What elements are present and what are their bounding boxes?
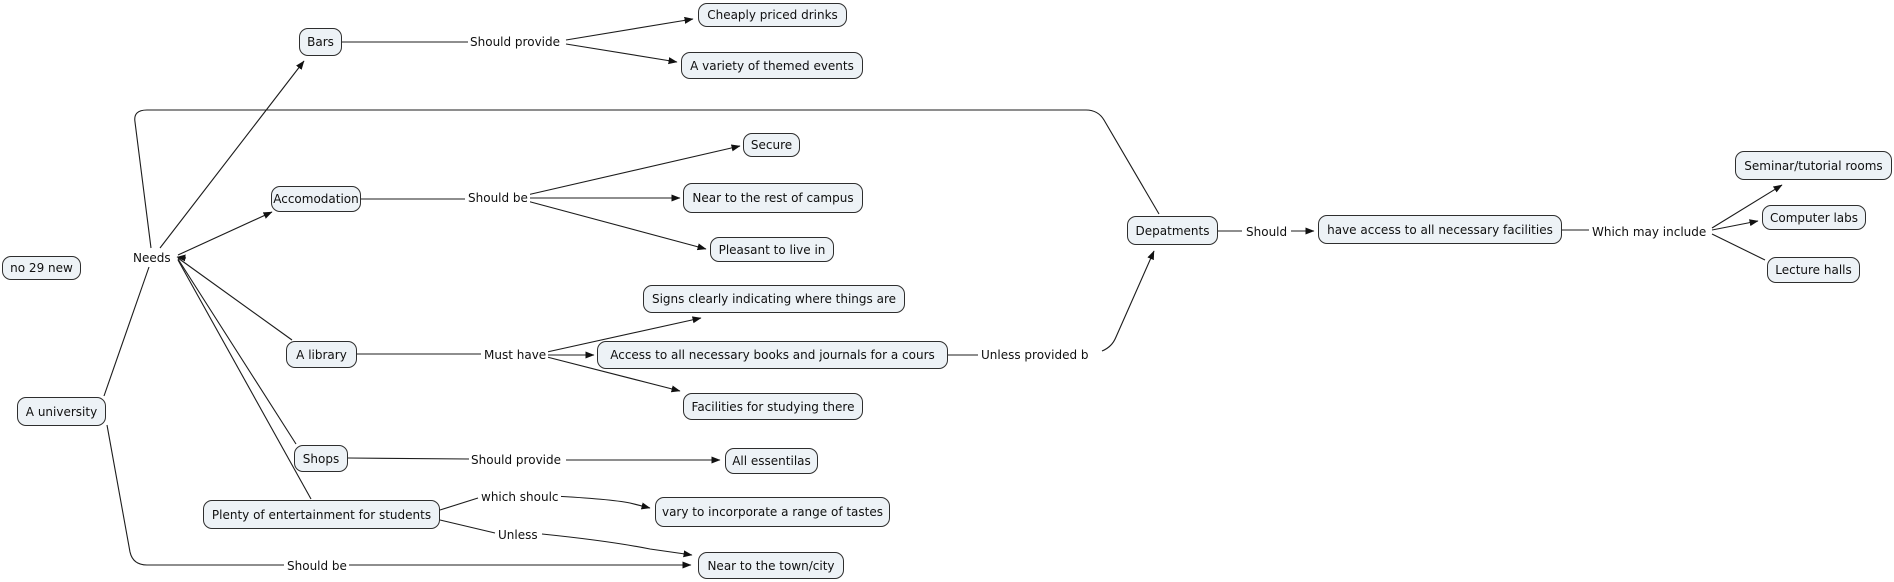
connector-university-to-shouldbe [106, 424, 284, 566]
connector-needs-to-depatments [134, 109, 1160, 249]
connector-university-to-needs [103, 266, 150, 397]
connector-shouldprovide-to-variety [565, 43, 678, 65]
connector-whichmayinclude-to-computerlabs [1711, 219, 1759, 231]
connector-needs-to-library [177, 257, 293, 341]
link-label-should[interactable]: Should [1244, 225, 1290, 239]
node-variety-themed-events[interactable]: A variety of themed events [681, 52, 863, 79]
node-shops[interactable]: Shops [294, 445, 348, 472]
connector-whichmayinclude-to-seminar [1711, 184, 1783, 229]
connector-needs-to-bars [159, 60, 305, 249]
link-label-which-may-include[interactable]: Which may include [1590, 225, 1709, 239]
node-lecture-halls[interactable]: Lecture halls [1767, 257, 1860, 283]
node-computer-labs[interactable]: Computer labs [1762, 205, 1866, 230]
node-near-to-town-city[interactable]: Near to the town/city [698, 552, 844, 579]
connector-musthave-to-signs [546, 316, 702, 353]
connector-musthave-to-facilities [546, 356, 681, 393]
node-have-access-facilities[interactable]: have access to all necessary facilities [1318, 215, 1562, 244]
connector-unlessprovided-to-depatments [1101, 250, 1155, 352]
link-label-should-be-top[interactable]: Should be [466, 191, 530, 205]
connector-needs-arrowhead [176, 254, 187, 262]
node-pleasant-to-live-in[interactable]: Pleasant to live in [710, 237, 834, 262]
link-label-which-shoulc[interactable]: which shoulc [479, 490, 561, 504]
link-label-unless-provided[interactable]: Unless provided b [979, 348, 1091, 362]
link-label-should-provide-bottom[interactable]: Should provide [469, 453, 563, 467]
node-depatments[interactable]: Depatments [1127, 216, 1218, 245]
link-label-must-have[interactable]: Must have [482, 348, 549, 362]
link-label-needs[interactable]: Needs [131, 251, 173, 265]
node-no-29-new[interactable]: no 29 new [2, 256, 81, 280]
node-vary-range-of-tastes[interactable]: vary to incorporate a range of tastes [655, 497, 890, 527]
connector-shouldbe-to-pleasant [526, 200, 707, 251]
node-near-rest-of-campus[interactable]: Near to the rest of campus [683, 183, 863, 213]
node-all-essentilas[interactable]: All essentilas [725, 448, 818, 474]
connector-needs-to-plenty [177, 259, 312, 500]
node-facilities-for-studying[interactable]: Facilities for studying there [683, 393, 863, 420]
connector-unless-to-neartown [541, 533, 693, 558]
node-a-university[interactable]: A university [17, 397, 106, 426]
node-plenty-of-entertainment[interactable]: Plenty of entertainment for students [203, 500, 440, 529]
node-signs-clearly-indicating[interactable]: Signs clearly indicating where things ar… [643, 285, 905, 313]
connector-plenty-to-unless [439, 519, 496, 534]
link-label-unless[interactable]: Unless [496, 528, 540, 542]
connector-shouldprovide-to-cheaply [565, 16, 694, 41]
node-accomodation[interactable]: Accomodation [271, 186, 361, 212]
link-label-should-be-bottom[interactable]: Should be [285, 559, 349, 573]
connector-shouldbe-to-secure [526, 144, 741, 196]
node-bars[interactable]: Bars [299, 28, 342, 56]
connector-needs-to-accomodation [177, 211, 273, 256]
node-access-books-journals[interactable]: Access to all necessary books and journa… [597, 341, 948, 369]
connector-whichshoulc-to-vary [552, 495, 651, 510]
node-a-library[interactable]: A library [286, 341, 357, 368]
connector-needs-to-shops [177, 258, 297, 445]
connector-whichmayinclude-to-lecturehalls [1711, 233, 1766, 261]
node-cheaply-priced-drinks[interactable]: Cheaply priced drinks [698, 3, 847, 27]
connector-shops-to-shouldprovide [347, 457, 470, 460]
node-secure[interactable]: Secure [743, 133, 800, 157]
link-label-should-provide-top[interactable]: Should provide [468, 35, 562, 49]
node-seminar-tutorial-rooms[interactable]: Seminar/tutorial rooms [1735, 151, 1892, 180]
connector-plenty-to-whichshoulc [439, 497, 479, 511]
